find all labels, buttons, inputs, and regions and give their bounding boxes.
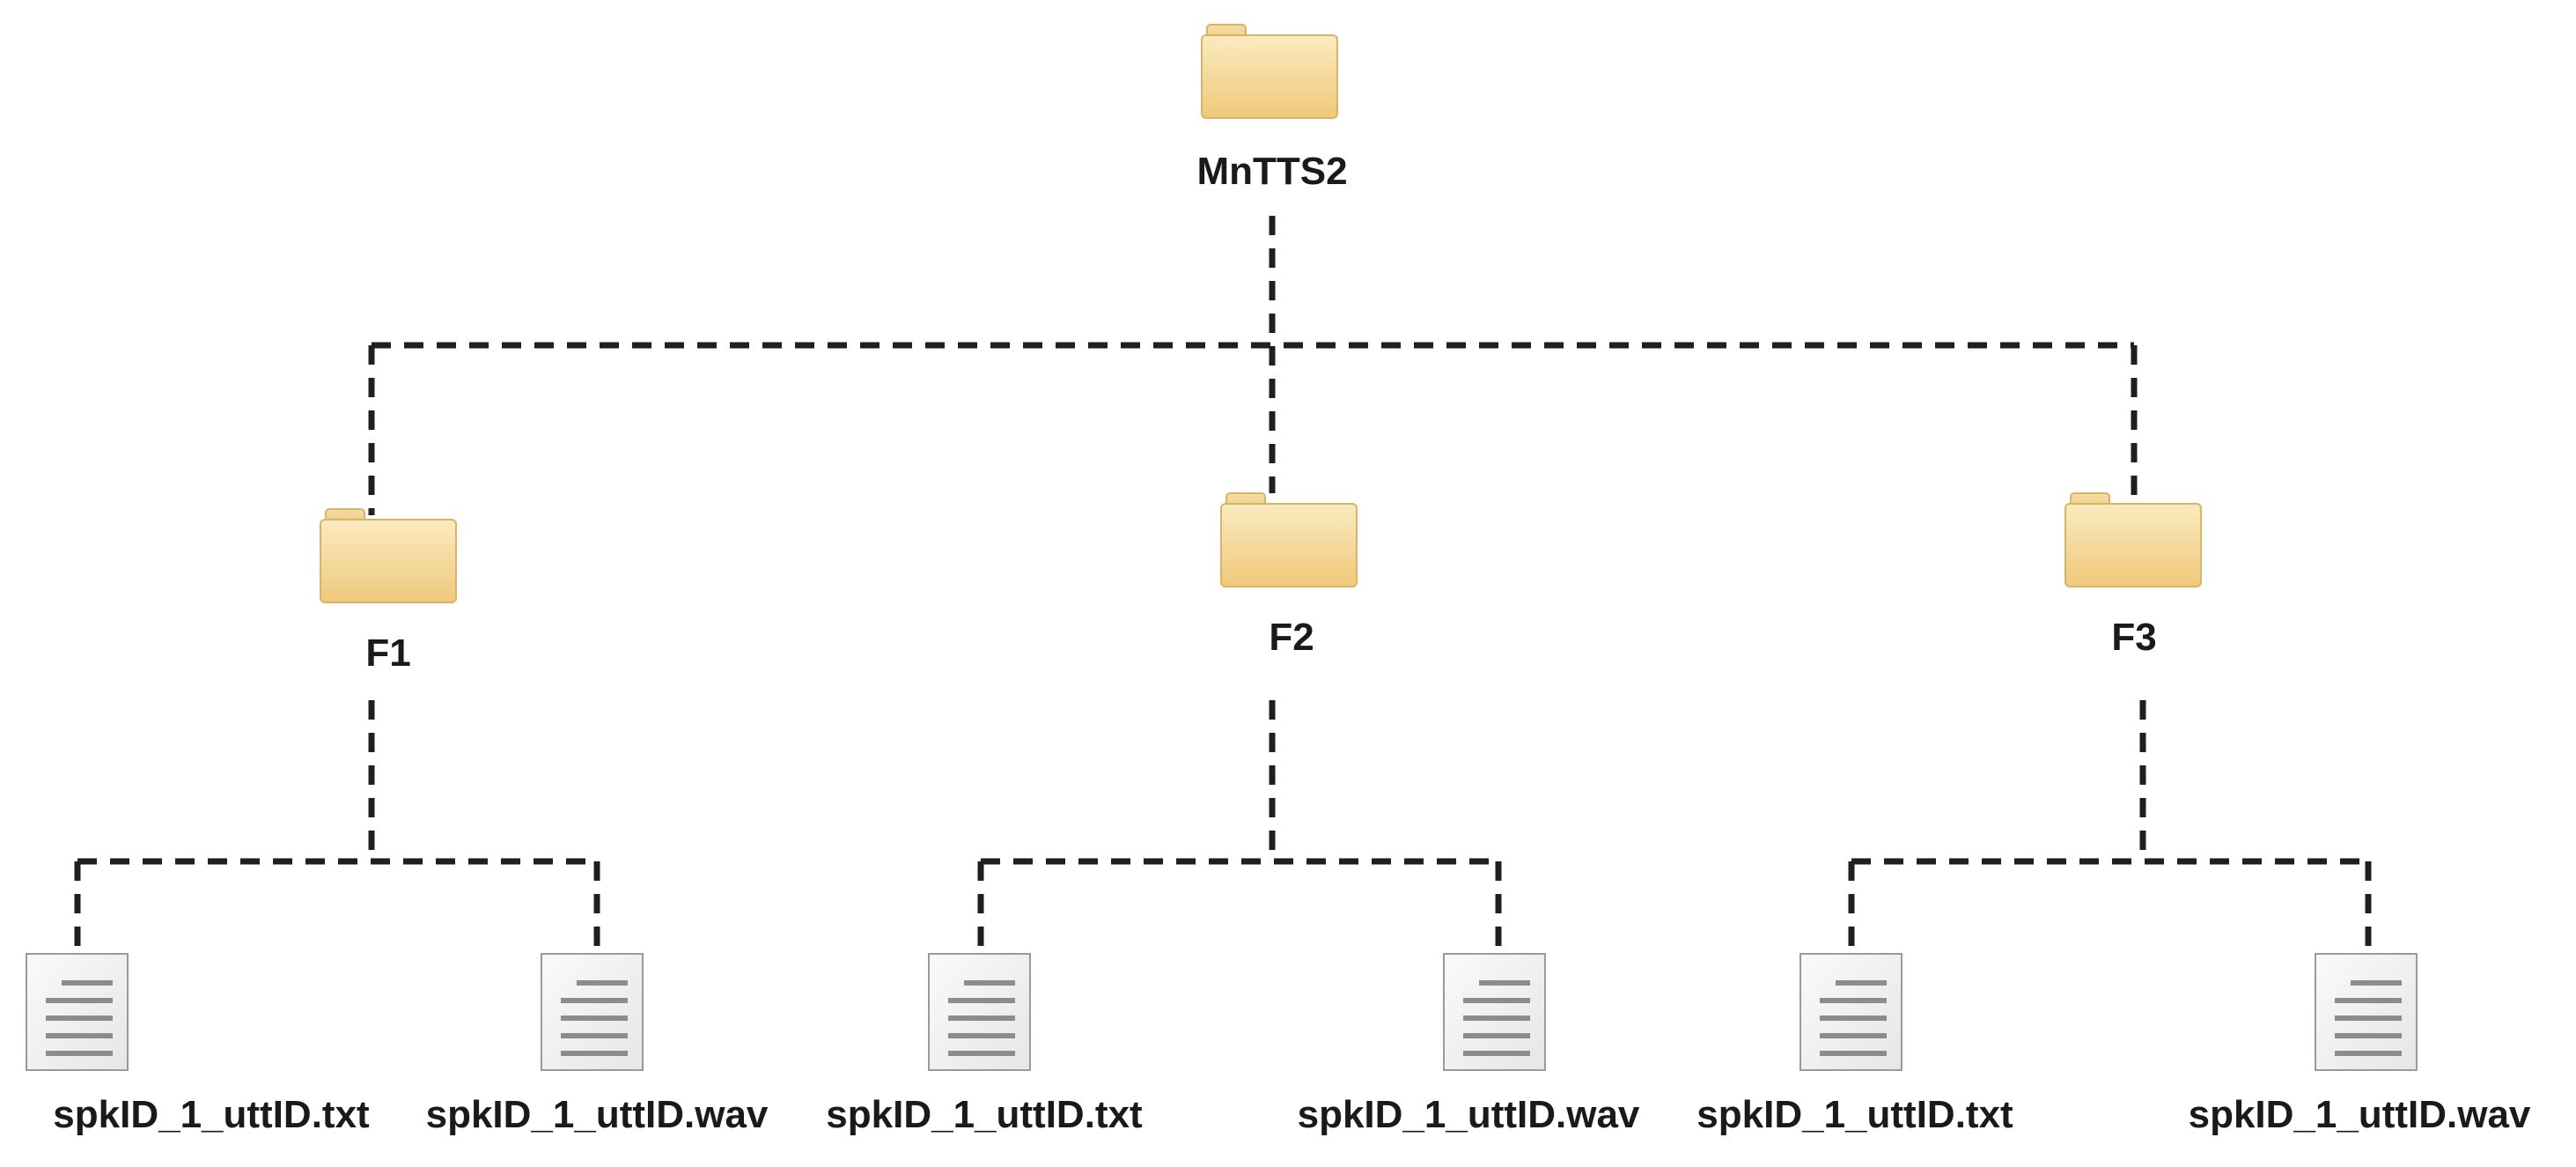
document-icon	[2315, 953, 2418, 1071]
file-node-f2-wav[interactable]: spkID_1_uttID.wav	[1298, 953, 1640, 1136]
file-node-f1-wav[interactable]: spkID_1_uttID.wav	[426, 953, 769, 1136]
root-node[interactable]: MnTTS2	[1196, 24, 1348, 193]
file-node-f1-txt[interactable]: spkID_1_uttID.txt	[26, 953, 370, 1136]
document-icon	[928, 953, 1031, 1071]
file-label: spkID_1_uttID.wav	[426, 1093, 769, 1136]
folder-label: F1	[365, 632, 410, 675]
root-label: MnTTS2	[1196, 150, 1347, 193]
folder-icon	[2064, 492, 2202, 587]
file-label: spkID_1_uttID.txt	[1696, 1093, 2013, 1136]
folder-node-f3[interactable]: F3	[2064, 492, 2202, 659]
file-label: spkID_1_uttID.txt	[826, 1093, 1143, 1136]
file-node-f3-txt[interactable]: spkID_1_uttID.txt	[1696, 953, 2013, 1136]
tree-connectors	[74, 216, 2372, 954]
file-label: spkID_1_uttID.wav	[1298, 1093, 1640, 1136]
folder-icon	[1201, 24, 1338, 119]
folder-icon	[320, 508, 457, 603]
folder-label: F3	[2111, 616, 2156, 659]
document-icon	[1443, 953, 1546, 1071]
file-label: spkID_1_uttID.txt	[53, 1093, 370, 1136]
file-node-f3-wav[interactable]: spkID_1_uttID.wav	[2189, 953, 2531, 1136]
document-icon	[541, 953, 644, 1071]
folder-node-f2[interactable]: F2	[1220, 492, 1358, 659]
file-label: spkID_1_uttID.wav	[2189, 1093, 2531, 1136]
folder-label: F2	[1269, 616, 1314, 659]
folder-icon	[1220, 492, 1358, 587]
document-icon	[26, 953, 129, 1071]
file-node-f2-txt[interactable]: spkID_1_uttID.txt	[826, 953, 1143, 1136]
document-icon	[1800, 953, 1903, 1071]
folder-node-f1[interactable]: F1	[320, 508, 457, 675]
